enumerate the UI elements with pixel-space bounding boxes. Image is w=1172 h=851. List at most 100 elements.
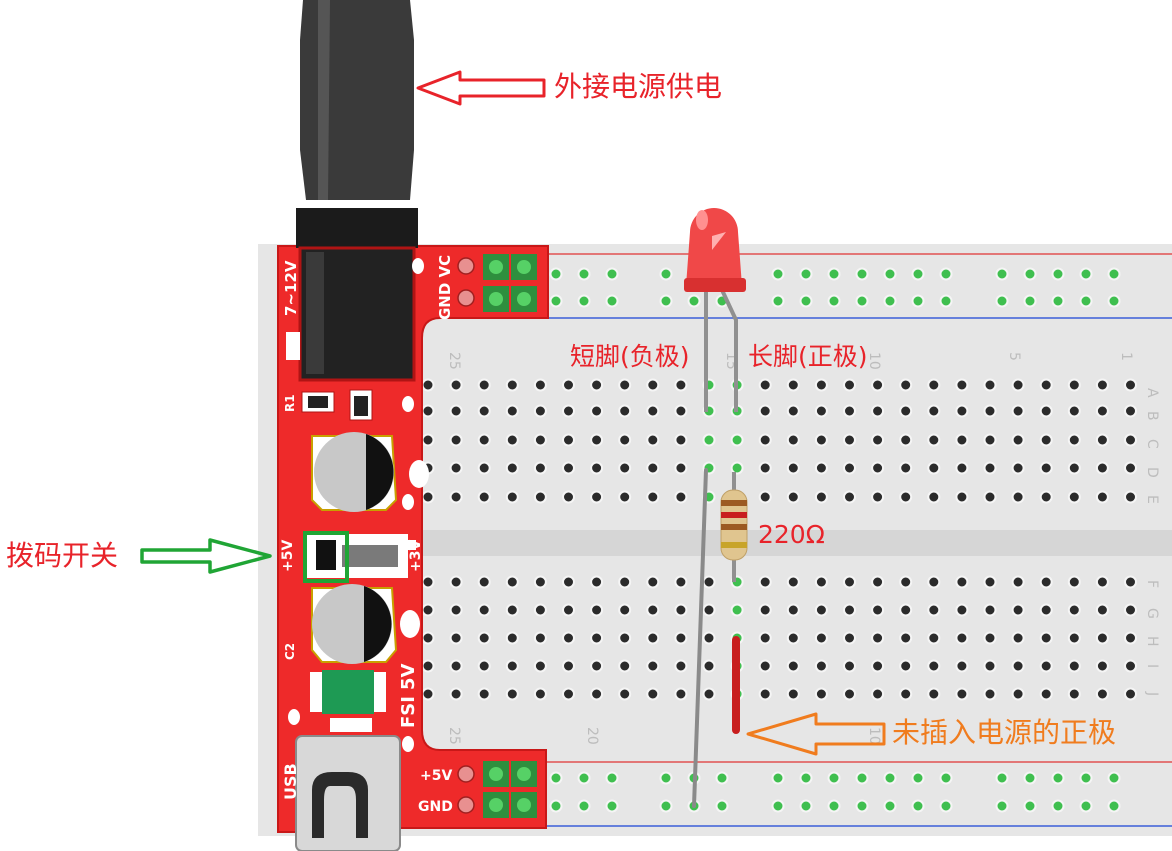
resistor-r1-body [308,396,328,408]
breadboard-hole [927,603,941,617]
breadboard-hole [771,294,785,308]
row-letter-e: E [1144,495,1160,504]
dip-switch-knob[interactable] [316,540,336,570]
breadboard-hole [618,490,632,504]
breadboard-hole [1095,659,1109,673]
breadboard-hole [562,603,575,617]
usb-socket-gap [332,790,350,838]
callout-external-power: 外接电源供电 [554,70,723,103]
breadboard-hole [899,659,913,673]
breadboard-hole [758,603,772,617]
breadboard-hole [1124,461,1137,475]
breadboard-hole [1095,404,1109,418]
breadboard-hole [421,404,435,418]
breadboard-hole [590,461,604,475]
breadboard-hole [927,461,941,475]
breadboard-hole [687,294,701,308]
resistor-band [721,512,747,518]
breadboard-hole [899,490,913,504]
led-rim [684,278,746,292]
breadboard-hole [702,603,716,617]
resistor-band [721,524,747,530]
breadboard-hole [995,799,1009,813]
breadboard-hole [758,575,772,589]
breadboard-hole [421,378,435,392]
breadboard-hole [449,490,463,504]
breadboard-hole [577,267,591,281]
arrow-external-power [416,70,546,106]
breadboard-hole [899,631,913,645]
breadboard-hole [995,294,1009,308]
breadboard-hole [449,631,463,645]
row-letter-a: A [1144,388,1160,398]
breadboard-hole [449,433,463,447]
breadboard-hole [1039,603,1053,617]
breadboard-hole [771,771,785,785]
col-num-top-25: 25 [446,352,462,370]
breadboard-hole [646,631,660,645]
breadboard-hole [590,404,604,418]
pad [402,494,414,510]
breadboard-hole [421,433,435,447]
breadboard-hole [758,433,772,447]
breadboard-hole [827,771,841,785]
breadboard-hole [883,799,897,813]
breadboard-hole [477,490,491,504]
breadboard-hole [939,267,953,281]
breadboard-hole [1051,799,1065,813]
breadboard-hole [939,294,953,308]
breadboard-hole [562,378,575,392]
breadboard-hole [927,659,941,673]
label-c2: C2 [283,643,297,660]
breadboard-hole [477,433,491,447]
breadboard-hole [1107,799,1121,813]
breadboard-hole [674,687,688,701]
breadboard-hole [1095,461,1109,475]
breadboard-hole [659,294,673,308]
breadboard-hole [505,461,519,475]
breadboard-hole [955,490,969,504]
pad [402,396,414,412]
breadboard-hole [758,687,772,701]
label-long-leg: 长脚(正极) [748,342,868,371]
breadboard-hole [646,687,660,701]
breadboard-hole [421,659,435,673]
breadboard-hole [477,378,491,392]
breadboard-hole [1011,631,1025,645]
breadboard-hole [562,490,575,504]
breadboard-hole [577,771,591,785]
breadboard-hole [983,603,997,617]
pad [409,460,429,488]
breadboard-hole [549,799,563,813]
label-resistor-value: 220Ω [758,520,825,549]
dip-switch-highlight-box [303,531,349,583]
row-letter-f: F [1144,580,1160,588]
breadboard-hole [477,461,491,475]
breadboard-hole [1079,294,1093,308]
breadboard-hole [533,631,547,645]
breadboard-hole [899,433,913,447]
breadboard-hole [1124,575,1137,589]
breadboard-hole [449,404,463,418]
breadboard-hole [533,378,547,392]
breadboard-hole [477,687,491,701]
breadboard-hole [955,404,969,418]
breadboard-hole [983,631,997,645]
dc-plug-highlight [318,0,330,200]
breadboard-hole [827,267,841,281]
breadboard-hole [590,631,604,645]
breadboard-hole [1124,378,1137,392]
fuse [322,670,374,714]
breadboard-hole [955,378,969,392]
breadboard-hole [477,575,491,589]
breadboard-hole [814,433,828,447]
breadboard-hole [715,799,729,813]
dc-jack-highlight [306,252,324,374]
pad [412,258,424,274]
breadboard-hole [715,771,729,785]
breadboard-hole [605,294,619,308]
breadboard-hole [505,603,519,617]
breadboard-hole [883,267,897,281]
breadboard-hole [995,267,1009,281]
breadboard-hole [927,687,941,701]
